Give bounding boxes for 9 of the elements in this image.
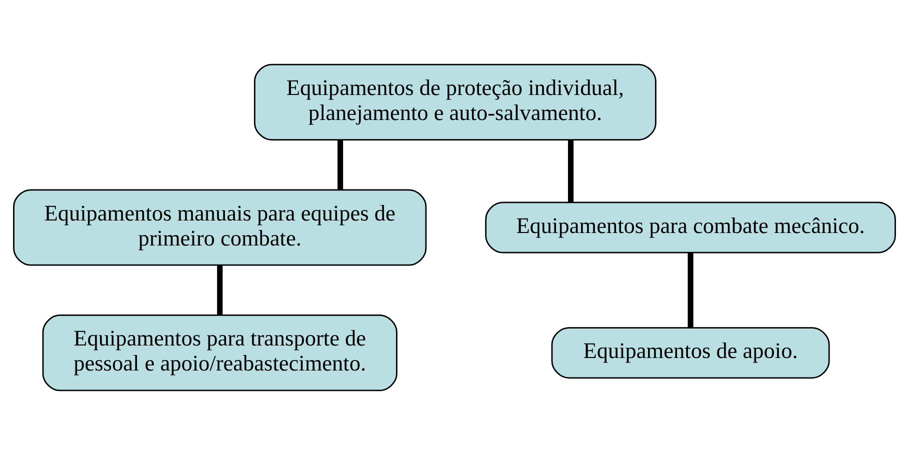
node-box: Equipamentos manuais para equipes de primeiro combate. — [13, 188, 427, 266]
node-box: Equipamentos de apoio. — [551, 326, 830, 378]
connector — [217, 264, 223, 314]
connector — [338, 139, 344, 189]
connector — [688, 252, 694, 327]
connector — [568, 139, 574, 202]
node-box: Equipamentos de proteção individual, planejamento e auto-salvamento. — [254, 63, 656, 140]
node-box: Equipamentos para combate mecânico. — [485, 201, 896, 253]
node-box: Equipamentos para transporte de pessoal e apoio/reabastecimento. — [42, 314, 398, 391]
